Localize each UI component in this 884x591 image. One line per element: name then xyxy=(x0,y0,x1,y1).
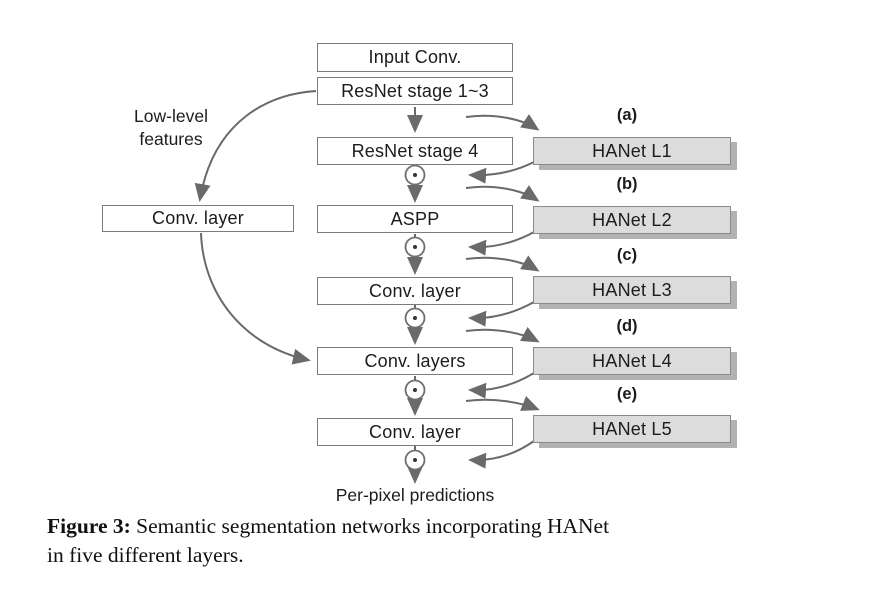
node-resnet-stage-1-3: ResNet stage 1~3 xyxy=(317,77,513,105)
tag-b: (b) xyxy=(616,175,638,193)
hadamard-product-icon xyxy=(404,379,426,401)
node-conv-layers: Conv. layers xyxy=(317,347,513,375)
node-hanet-l2: HANet L2 xyxy=(533,206,731,234)
arrow-branch-to-hanet-l2 xyxy=(465,185,540,202)
node-hanet-l1: HANet L1 xyxy=(533,137,731,165)
arrow-branch-to-hanet-l5 xyxy=(465,396,540,411)
per-pixel-predictions-label: Per-pixel predictions xyxy=(335,485,495,505)
arrow-branch-to-hanet-l4 xyxy=(465,326,540,343)
caption-text-line1: Semantic segmentation networks incorpora… xyxy=(136,514,610,538)
node-left-conv-layer: Conv. layer xyxy=(102,205,294,232)
arrow-hanet-l1-to-mul1 xyxy=(468,161,535,184)
arrow-hanet-l2-to-mul2 xyxy=(468,231,535,256)
low-level-features-label: Low-level features xyxy=(134,106,208,149)
tag-c: (c) xyxy=(616,246,638,264)
caption-text-line2: in five different layers. xyxy=(47,543,244,567)
hadamard-product-icon xyxy=(404,449,426,471)
node-conv-layer-1: Conv. layer xyxy=(317,277,513,305)
node-input-conv: Input Conv. xyxy=(317,43,513,72)
arrow-hanet-l5-to-mul5 xyxy=(468,440,535,469)
arrow-leftconv-to-convlayers xyxy=(200,232,311,365)
arrow-branch-to-hanet-l3 xyxy=(465,255,540,272)
hadamard-product-icon xyxy=(404,236,426,258)
arrow-lowlevel-to-leftconv xyxy=(194,90,317,202)
node-hanet-l5: HANet L5 xyxy=(533,415,731,443)
tag-e: (e) xyxy=(616,385,638,403)
arrow-hanet-l3-to-mul3 xyxy=(468,301,535,327)
tag-a: (a) xyxy=(616,106,638,124)
figure-caption: Figure 3: Semantic segmentation networks… xyxy=(47,512,817,570)
caption-label: Figure 3: xyxy=(47,514,131,538)
node-hanet-l4: HANet L4 xyxy=(533,347,731,375)
node-resnet-stage-4: ResNet stage 4 xyxy=(317,137,513,165)
node-hanet-l3: HANet L3 xyxy=(533,276,731,304)
arrow-hanet-l4-to-mul4 xyxy=(468,372,535,399)
node-aspp: ASPP xyxy=(317,205,513,233)
arrow-branch-to-hanet-l1 xyxy=(465,114,540,131)
tag-d: (d) xyxy=(616,317,638,335)
hadamard-product-icon xyxy=(404,307,426,329)
node-conv-layer-2: Conv. layer xyxy=(317,418,513,446)
hadamard-product-icon xyxy=(404,164,426,186)
